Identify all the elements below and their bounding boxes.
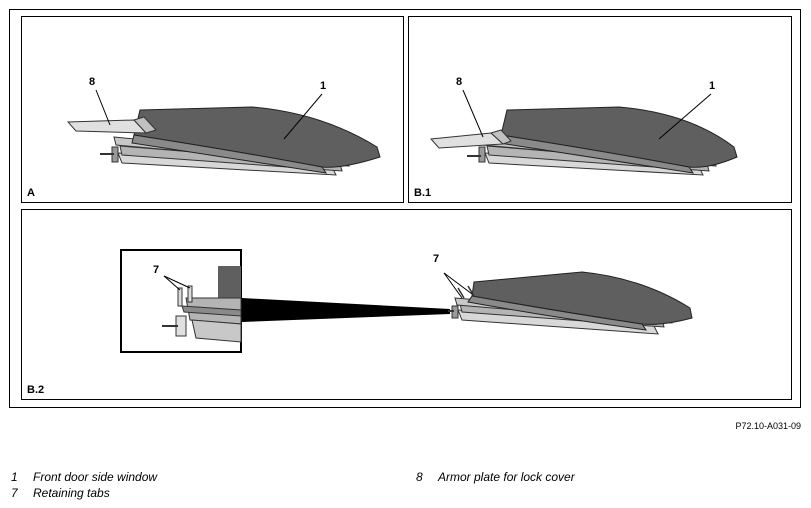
panel-b2: 7 7 B.2 (21, 209, 792, 400)
window-drawing-b2 (120, 249, 693, 353)
panel-label: B.2 (27, 384, 45, 396)
callout-7-inset: 7 (153, 264, 160, 276)
figure-frame: 8 1 A 8 1 B.1 (9, 9, 801, 408)
figure-reference: P72.10-A031-09 (735, 421, 801, 431)
panel-label: A (27, 187, 35, 199)
callout-8: 8 (456, 76, 463, 88)
panel-b1: 8 1 B.1 (408, 16, 792, 203)
window-drawing-b1 (429, 89, 738, 176)
callout-7-main: 7 (433, 253, 440, 265)
panel-label: B.1 (414, 187, 432, 199)
callout-8: 8 (89, 76, 96, 88)
panel-a: 8 1 A (21, 16, 404, 203)
window-drawing-a (66, 89, 381, 176)
callout-1: 1 (320, 80, 327, 92)
callout-1: 1 (709, 80, 716, 92)
